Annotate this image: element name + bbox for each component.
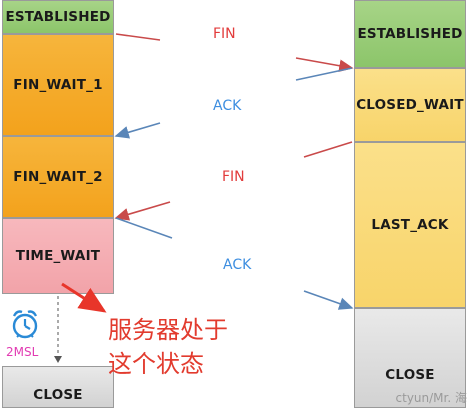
ack-label-2: ACK xyxy=(223,257,252,273)
left-state-close: CLOSE xyxy=(2,366,114,408)
right-state-last-ack: LAST_ACK xyxy=(354,142,466,308)
alarm-clock-icon xyxy=(12,310,38,339)
fin-arrow-1-right-segment xyxy=(295,57,354,73)
right-state-closed-wait: CLOSED_WAIT xyxy=(354,68,466,142)
ack-label-1: ACK xyxy=(213,98,242,114)
left-state-fin-wait-1: FIN_WAIT_1 xyxy=(2,34,114,136)
ack-arrow-2 xyxy=(303,290,354,310)
fin-label-1: FIN xyxy=(213,26,236,42)
ack-arrow-1-right-segment xyxy=(295,67,353,81)
right-state-close: CLOSE xyxy=(354,308,466,408)
fin-label-2: FIN xyxy=(222,169,245,185)
left-state-fin-wait-2: FIN_WAIT_2 xyxy=(2,136,114,218)
fin-arrow-2-right-segment xyxy=(303,141,353,158)
note-pointer-arrow xyxy=(61,282,107,313)
ack-arrow-2-left-segment xyxy=(115,217,173,239)
fin-arrow-2 xyxy=(114,201,171,221)
server-state-note-line-1: 服务器处于 xyxy=(108,316,228,344)
server-state-note-line-2: 这个状态 xyxy=(108,350,204,378)
fin-arrow-1-left-segment xyxy=(115,33,161,41)
ack-arrow-1 xyxy=(114,122,161,139)
timer-2msl-label: 2MSL xyxy=(6,345,39,359)
left-state-time-wait: TIME_WAIT xyxy=(2,218,114,294)
left-state-established: ESTABLISHED xyxy=(2,0,114,34)
watermark: ctyun/Mr. 海 xyxy=(395,391,467,405)
right-state-established: ESTABLISHED xyxy=(354,0,466,68)
